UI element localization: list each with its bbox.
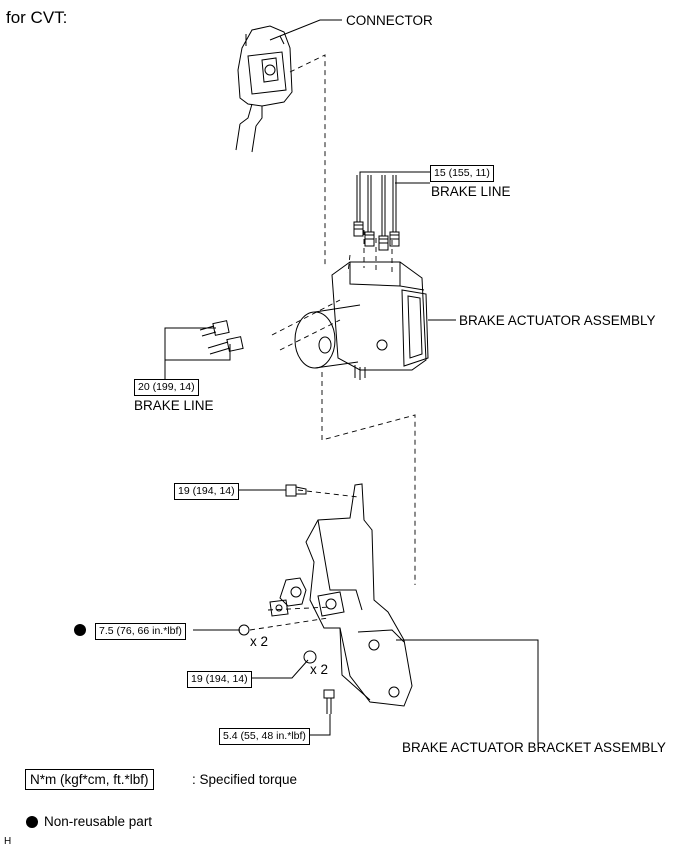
brake-line-left-label: BRAKE LINE bbox=[134, 398, 214, 413]
torque-nut-lower: 19 (194, 14) bbox=[187, 671, 252, 688]
alignment-lines bbox=[249, 54, 416, 631]
brake-actuator-part bbox=[294, 261, 429, 380]
leader-lines bbox=[193, 19, 539, 745]
connector-label: CONNECTOR bbox=[346, 13, 433, 28]
torque-nut-non-reusable: 7.5 (76, 66 in.*lbf) bbox=[95, 623, 186, 640]
legend-torque-desc: : Specified torque bbox=[192, 772, 298, 787]
non-reusable-dot bbox=[74, 624, 86, 636]
torque-bottom-bolt: 5.4 (55, 48 in.*lbf) bbox=[219, 728, 310, 745]
torque-brake-line-top: 15 (155, 11) bbox=[430, 165, 494, 182]
page-title: for CVT: bbox=[6, 8, 68, 27]
bracket-part bbox=[269, 483, 413, 707]
brake-line-top-label: BRAKE LINE bbox=[431, 184, 511, 199]
brake-actuator-bracket-assembly-label: BRAKE ACTUATOR BRACKET ASSEMBLY bbox=[402, 740, 666, 755]
brake-line-pipes-left bbox=[164, 320, 244, 380]
legend-non-reusable-label: Non-reusable part bbox=[44, 814, 153, 829]
torque-brake-line-left: 20 (199, 14) bbox=[134, 379, 199, 396]
brake-actuator-assembly-label: BRAKE ACTUATOR ASSEMBLY bbox=[459, 313, 656, 328]
legend-non-reusable-dot bbox=[26, 816, 38, 828]
qty-nut-upper: x 2 bbox=[250, 634, 269, 649]
legend-torque-unit: N*m (kgf*cm, ft.*lbf) bbox=[25, 769, 154, 790]
torque-bracket-bolt: 19 (194, 14) bbox=[174, 483, 239, 500]
figure-code: H bbox=[4, 836, 12, 847]
qty-nut-lower: x 2 bbox=[310, 662, 329, 677]
connector-part bbox=[235, 25, 293, 153]
fasteners bbox=[238, 484, 335, 714]
brake-line-pipes-top bbox=[353, 171, 430, 251]
